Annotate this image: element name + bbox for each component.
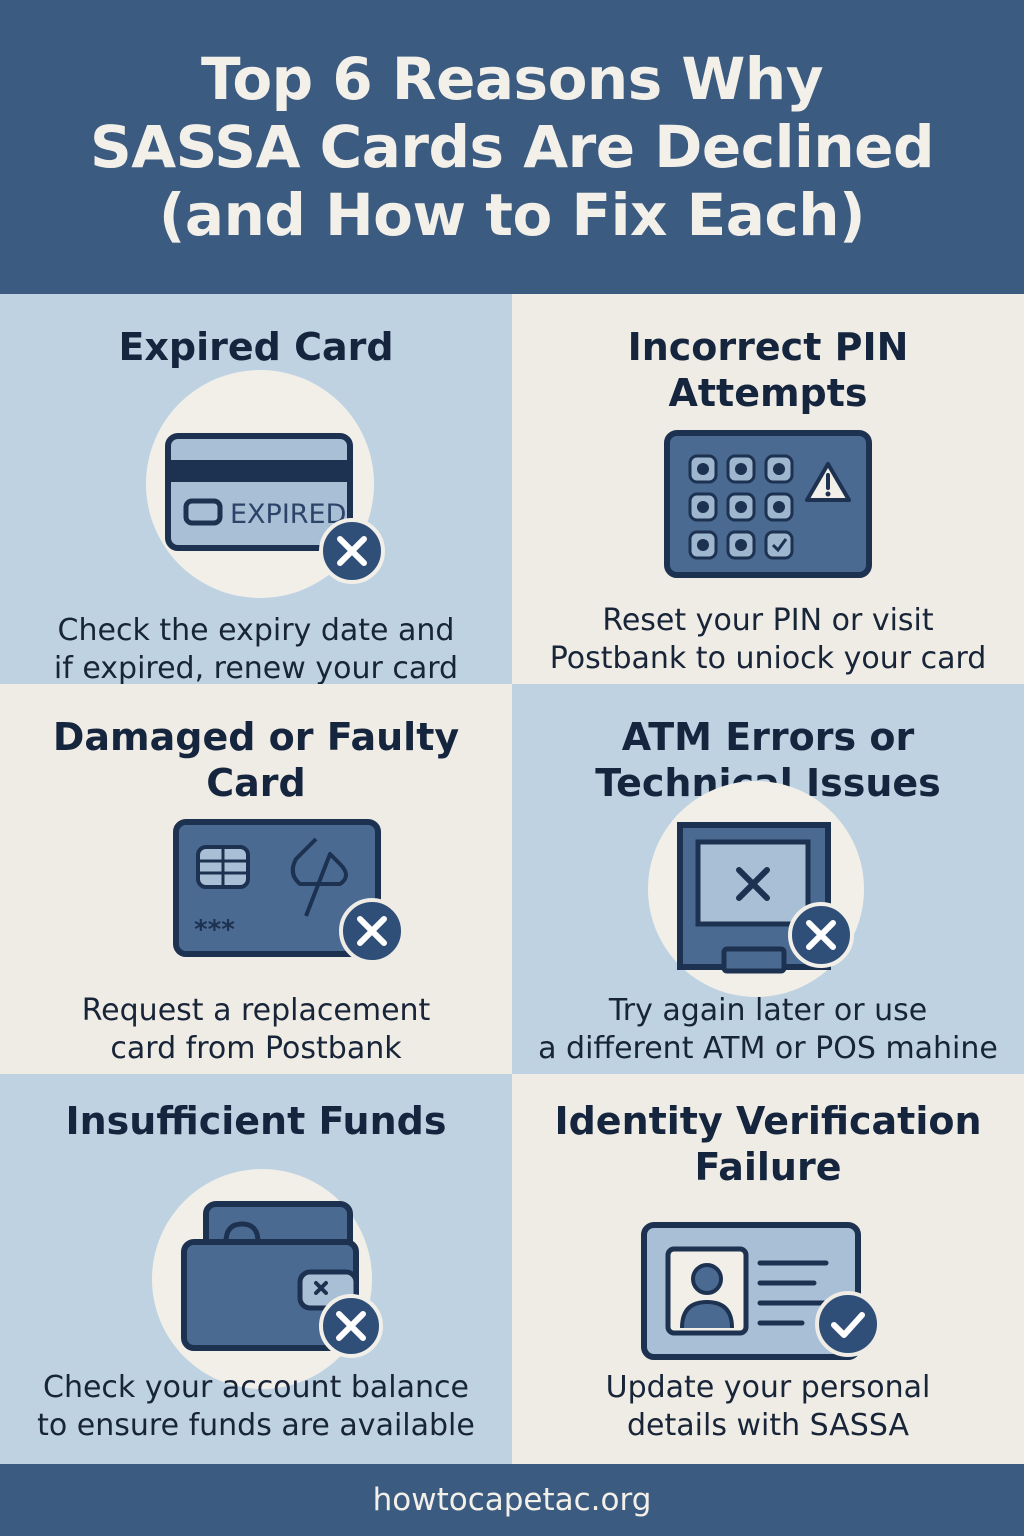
header: Top 6 Reasons Why SASSA Cards Are Declin… <box>0 0 1024 294</box>
reason-title: Identity Verification Failure <box>554 1099 982 1189</box>
reason-title: Insufficient Funds <box>65 1099 447 1143</box>
reason-fix: Check the expiry date and if expired, re… <box>53 613 459 684</box>
reason-fix: Request a replacement card from Postbank <box>81 993 431 1066</box>
card-masked-digits: *** <box>194 915 235 945</box>
reasons-grid: Expired Card EXPIRED Check the expiry da… <box>0 294 1024 1464</box>
reason-card-expired: Expired Card EXPIRED Check the expiry da… <box>0 294 512 684</box>
reason-fix: Try again later or use a different ATM o… <box>538 993 998 1066</box>
expired-card-icon: EXPIRED <box>146 370 385 598</box>
atm-error-icon <box>648 781 864 997</box>
reason-card-damaged: Damaged or Faulty Card *** Request a rep… <box>0 684 512 1074</box>
reason-card-identity: Identity Verification Failure Update you… <box>512 1074 1024 1464</box>
page-title: Top 6 Reasons Why SASSA Cards Are Declin… <box>89 45 935 249</box>
reason-card-funds: Insufficient Funds Check your account ba… <box>0 1074 512 1464</box>
reason-card-atm: ATM Errors or Technical Issues Try again… <box>512 684 1024 1074</box>
damaged-card-icon: *** <box>173 819 405 964</box>
reason-fix: Update your personal details with SASSA <box>605 1370 931 1443</box>
pin-keypad-warning-icon <box>664 430 872 578</box>
reason-card-pin: Incorrect PIN Attempts <box>512 294 1024 684</box>
footer: howtocapetac.org <box>0 1464 1024 1536</box>
reason-fix: Reset your PIN or visit Postbank to unio… <box>549 603 987 676</box>
wallet-icon <box>152 1169 383 1389</box>
reason-title: Incorrect PIN Attempts <box>627 325 909 415</box>
reason-title: Damaged or Faulty Card <box>52 715 460 805</box>
reason-fix: Check your account balance to ensure fun… <box>37 1370 475 1443</box>
id-card-check-icon <box>641 1222 881 1360</box>
website-link[interactable]: howtocapetac.org <box>372 1482 652 1518</box>
reason-title: Expired Card <box>118 325 394 369</box>
card-expired-text: EXPIRED <box>230 499 346 530</box>
